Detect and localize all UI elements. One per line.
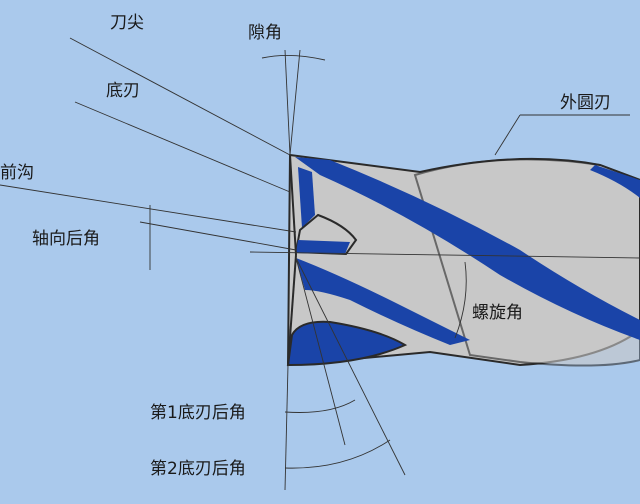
label-first-end-clearance: 第1底刃后角 [150,403,246,423]
label-tip: 刀尖 [110,13,144,33]
end-edge-leader [74,101,291,193]
clearance-arc [261,54,326,61]
flute-band-upper [295,157,640,340]
flute-band-top-right [590,165,640,198]
flute-bottom [286,320,408,367]
axis-line [249,251,640,259]
label-clearance-angle: 隙角 [248,23,282,43]
label-peripheral-edge: 外圆刃 [560,93,611,113]
helix-arc [454,261,467,339]
flute-band-lower [296,258,470,345]
tooth-flute-lower [296,240,350,254]
label-axial-rake-angle: 轴向后角 [32,229,100,249]
peripheral-leader [494,114,521,156]
label-end-edge: 底刃 [106,81,140,101]
tip-leader [69,37,291,156]
end-face-edge [289,154,297,256]
end-face-edge-lower [287,254,297,366]
label-front-flute: 前沟 [0,163,34,183]
front-flute-leader [0,184,297,233]
tooth-flute [298,167,315,228]
label-second-end-clearance: 第2底刃后角 [150,459,246,479]
label-helix-angle: 螺旋角 [472,303,523,323]
